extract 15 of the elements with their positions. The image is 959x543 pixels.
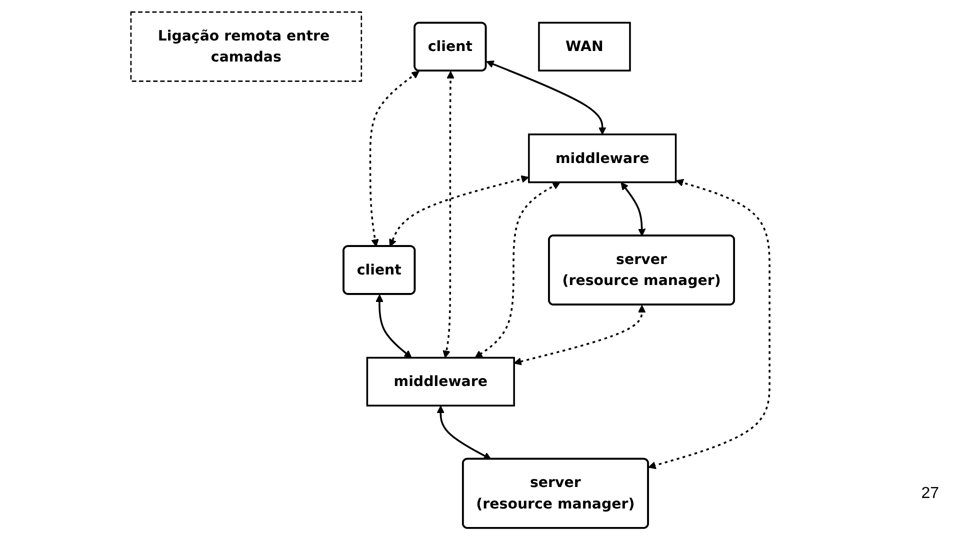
arrow	[442, 71, 454, 358]
arrow	[388, 175, 529, 247]
node-box: Ligação remota entre camadas	[130, 11, 362, 82]
node-box: WAN	[538, 22, 631, 72]
arrow	[648, 178, 770, 470]
node-box: middleware	[366, 356, 515, 406]
arrow	[436, 406, 492, 460]
arrow	[486, 60, 606, 135]
arrow	[620, 182, 646, 236]
arrow	[369, 70, 420, 247]
node-box: middleware	[528, 134, 676, 184]
arrow	[474, 182, 560, 358]
page-number: 27	[921, 485, 939, 503]
arrow	[513, 305, 646, 366]
arrow	[375, 294, 412, 358]
